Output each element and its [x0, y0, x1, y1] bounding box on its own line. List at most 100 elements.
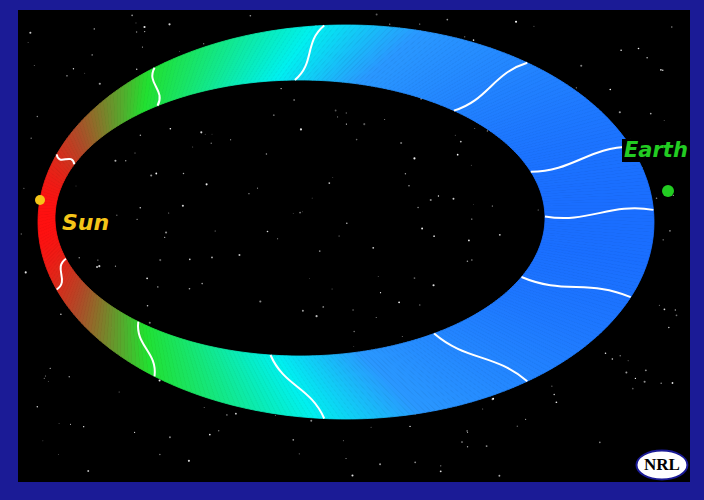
star — [155, 173, 157, 175]
star — [619, 355, 621, 357]
star — [206, 183, 208, 185]
sun-label: Sun — [60, 211, 111, 235]
star — [466, 430, 467, 431]
star — [646, 57, 648, 59]
star — [346, 123, 347, 124]
star — [200, 131, 202, 133]
star — [135, 22, 137, 24]
star — [672, 382, 674, 384]
star — [668, 327, 669, 328]
star — [159, 259, 161, 261]
star — [248, 193, 249, 194]
star — [533, 25, 535, 27]
star — [266, 153, 267, 154]
star — [146, 277, 148, 279]
field-line — [138, 322, 155, 377]
star — [31, 138, 32, 139]
star — [66, 75, 67, 76]
star — [292, 439, 294, 441]
star — [464, 36, 465, 37]
star — [27, 42, 29, 44]
star — [84, 72, 86, 74]
star — [346, 112, 347, 113]
star — [663, 120, 665, 122]
star — [645, 369, 647, 371]
star — [131, 14, 133, 16]
star — [498, 475, 500, 477]
star — [457, 154, 459, 156]
star — [118, 391, 120, 393]
star — [376, 14, 378, 16]
star — [189, 258, 191, 260]
star — [515, 21, 517, 23]
star — [467, 446, 468, 447]
star — [293, 99, 294, 100]
star — [556, 401, 558, 403]
star — [332, 177, 334, 179]
star — [97, 259, 98, 260]
star — [189, 288, 191, 290]
star — [375, 317, 377, 319]
star — [440, 465, 441, 466]
star — [537, 209, 539, 211]
star — [42, 440, 44, 442]
field-line — [270, 355, 324, 419]
star — [58, 423, 60, 425]
star — [414, 461, 416, 463]
star — [467, 261, 469, 263]
star — [467, 432, 468, 433]
star — [147, 305, 149, 307]
star — [612, 358, 614, 360]
star — [363, 123, 365, 125]
star — [331, 288, 333, 290]
star — [413, 157, 415, 159]
star — [214, 230, 216, 232]
star — [211, 143, 212, 144]
star — [92, 54, 93, 55]
star — [372, 247, 374, 249]
star — [29, 32, 31, 34]
star — [430, 199, 432, 201]
star — [638, 48, 640, 50]
star — [230, 139, 231, 140]
star — [482, 408, 484, 410]
star — [632, 388, 634, 390]
star — [188, 460, 190, 462]
star — [338, 235, 340, 237]
star — [380, 292, 381, 293]
star — [23, 188, 24, 189]
star — [170, 128, 172, 130]
star — [142, 47, 143, 48]
star — [159, 380, 161, 382]
star — [499, 234, 501, 236]
star — [226, 414, 227, 415]
star — [209, 434, 211, 436]
star — [315, 315, 317, 317]
star — [182, 205, 184, 207]
star — [302, 211, 304, 213]
star — [211, 256, 213, 258]
star — [267, 231, 269, 233]
star — [609, 89, 611, 91]
star — [192, 146, 194, 148]
star — [468, 240, 470, 242]
sun-dot — [35, 195, 45, 205]
field-line — [57, 259, 66, 290]
field-line — [295, 25, 324, 80]
flux-rope-band — [38, 25, 654, 419]
star — [473, 204, 475, 206]
logo-oval-shape — [637, 451, 688, 480]
star — [352, 309, 354, 311]
star — [69, 376, 70, 377]
star — [299, 212, 301, 214]
star — [356, 139, 358, 141]
star — [474, 127, 476, 129]
star — [165, 231, 167, 233]
star — [605, 352, 607, 354]
star — [335, 110, 337, 112]
star — [280, 88, 281, 89]
star — [277, 238, 278, 239]
star — [417, 207, 418, 208]
star — [675, 309, 676, 310]
